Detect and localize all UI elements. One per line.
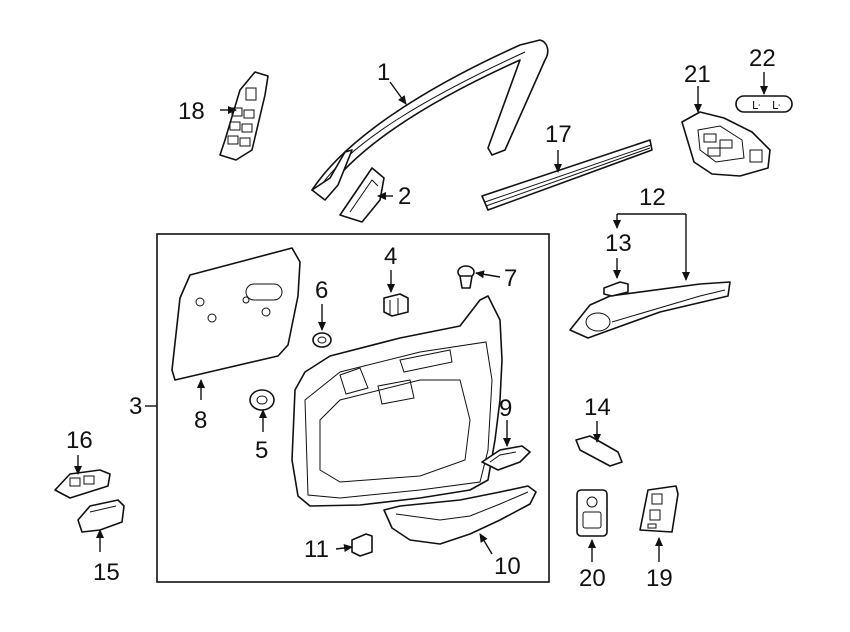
part-20-memory-switch[interactable]: [576, 489, 608, 537]
part-11-clip[interactable]: [351, 533, 373, 557]
callout-22: 22: [749, 45, 776, 72]
part-2-mirror-cover[interactable]: [339, 167, 385, 223]
callout-13: 13: [605, 230, 632, 257]
part-8-sound-deadener-panel[interactable]: [171, 247, 301, 381]
part-5-grommet[interactable]: [249, 389, 275, 411]
door-trim-panel[interactable]: [291, 295, 503, 507]
callout-11: 11: [304, 536, 329, 563]
callout-20: 20: [579, 565, 606, 592]
part-14-lock-switch[interactable]: [575, 435, 623, 467]
part-17-belt-weatherstrip[interactable]: [481, 139, 653, 211]
callout-6: 6: [315, 277, 328, 304]
part-18-window-switch-panel[interactable]: [219, 71, 269, 161]
callout-3: 3: [129, 393, 142, 420]
callout-labels: 1 2 3 4 5 6 7 8 9 10 11 12 13 14 15 16 1…: [66, 45, 776, 592]
part-15-switch-housing[interactable]: [77, 499, 125, 533]
part-12-armrest-cover[interactable]: [569, 281, 731, 339]
callout-9: 9: [499, 395, 512, 422]
callout-1: 1: [377, 59, 390, 86]
leader-lines: [74, 72, 768, 562]
door-panel-assembly-box: [156, 233, 550, 583]
part-4-retainer[interactable]: [383, 293, 409, 317]
part-13-clip[interactable]: [603, 281, 629, 297]
callout-2: 2: [398, 183, 411, 210]
part-16-switch-housing[interactable]: [54, 469, 111, 499]
part-21-seat-switch[interactable]: [681, 111, 771, 177]
callout-14: 14: [584, 394, 611, 421]
part-9-door-handle-bezel[interactable]: [481, 445, 531, 471]
callout-21: 21: [684, 61, 711, 88]
part-19-switch[interactable]: [639, 485, 679, 533]
callout-8: 8: [194, 407, 207, 434]
callout-12: 12: [639, 184, 666, 211]
callout-5: 5: [255, 437, 268, 464]
part-7-clip[interactable]: [457, 265, 475, 289]
part-10-armrest-pull[interactable]: [383, 485, 537, 545]
callout-15: 15: [93, 559, 120, 586]
callout-16: 16: [66, 427, 93, 454]
callout-10: 10: [494, 553, 521, 580]
callout-19: 19: [646, 565, 673, 592]
part-1-window-frame-molding[interactable]: [311, 39, 549, 201]
callout-18: 18: [178, 98, 205, 125]
part-22-memory-button[interactable]: ᒷ ᒷ: [735, 95, 793, 113]
part-6-trim-clip[interactable]: [312, 332, 332, 348]
callout-7: 7: [504, 265, 517, 292]
svg-text:ᒷ: ᒷ: [772, 100, 780, 112]
callout-17: 17: [545, 121, 572, 148]
svg-text:ᒷ: ᒷ: [752, 100, 760, 112]
callout-4: 4: [384, 243, 397, 270]
